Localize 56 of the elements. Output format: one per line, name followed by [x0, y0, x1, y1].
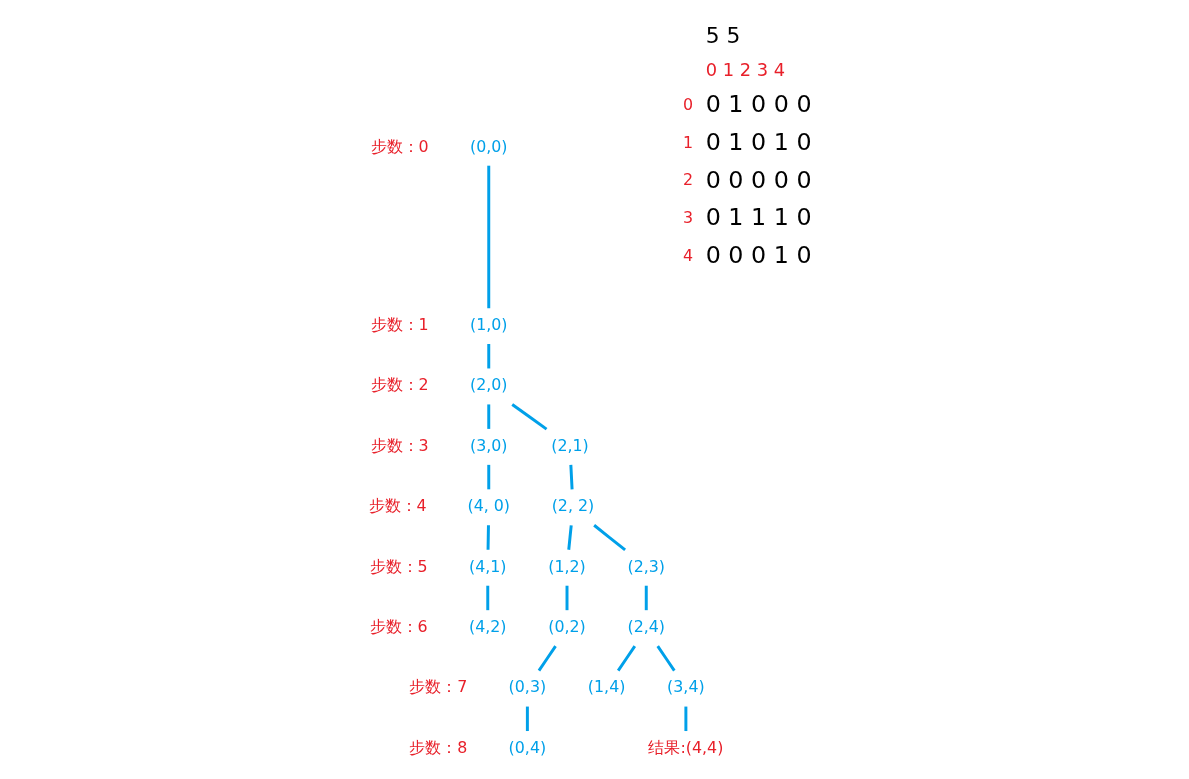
connector — [487, 165, 491, 309]
node-text: (1,0) — [469, 314, 508, 334]
connector — [487, 404, 491, 429]
label: 0 — [682, 94, 693, 114]
label: 步数：3 — [370, 435, 429, 455]
label: 0 1 0 1 0 — [705, 127, 812, 156]
label: 步数：1 — [370, 314, 429, 334]
label: 步数：0 — [370, 136, 429, 156]
node-text: (4,2) — [469, 617, 507, 636]
connector — [487, 344, 491, 369]
node-text: (1,4) — [587, 677, 626, 697]
node-text: (2,0) — [469, 375, 508, 395]
label: 0 0 0 0 0 — [705, 165, 812, 194]
connector — [537, 645, 557, 672]
connector — [565, 585, 569, 611]
node-text: 结果:(4,4) — [648, 737, 724, 757]
node-text: (0,4) — [508, 737, 547, 757]
node-text: (1,2) — [548, 556, 586, 576]
node-text: (0,3) — [508, 677, 547, 697]
label: 0 1 2 3 4 — [705, 58, 786, 80]
label: 步数：7 — [409, 677, 468, 697]
node-text: (4,1) — [469, 556, 507, 576]
node-text: (2,3) — [627, 556, 666, 576]
label: 步数：4 — [368, 496, 427, 516]
label: 步数：5 — [369, 556, 428, 576]
connector — [487, 464, 491, 490]
node-text: (2,4) — [627, 617, 666, 636]
label: 2 — [682, 170, 693, 190]
connector — [486, 525, 490, 550]
connector — [644, 585, 648, 611]
label: 步数：2 — [370, 375, 429, 395]
node-text: (0,2) — [548, 617, 586, 636]
label: 步数：6 — [369, 617, 428, 636]
node-text: (0,0) — [469, 136, 508, 156]
connector — [593, 524, 627, 552]
connector — [684, 706, 688, 732]
label: 0 0 0 1 0 — [705, 240, 812, 269]
connector — [525, 706, 529, 732]
connector — [617, 645, 637, 672]
connector — [567, 525, 573, 550]
label: 1 — [682, 132, 693, 152]
label: 0 1 1 1 0 — [705, 203, 812, 232]
node-text: (4, 0) — [467, 496, 511, 516]
connector — [656, 645, 676, 672]
connector — [486, 585, 490, 611]
node-text: (3,4) — [667, 677, 705, 697]
label: 步数：8 — [409, 737, 468, 757]
connector — [569, 464, 574, 490]
node-text: (2, 2) — [551, 496, 595, 516]
label: 5 5 — [705, 23, 741, 49]
label: 3 — [682, 207, 693, 227]
node-text: (2,1) — [551, 435, 589, 455]
label: 0 1 0 0 0 — [705, 90, 812, 119]
connector — [511, 403, 548, 431]
label: 4 — [682, 245, 693, 265]
node-text: (3,0) — [469, 435, 508, 455]
